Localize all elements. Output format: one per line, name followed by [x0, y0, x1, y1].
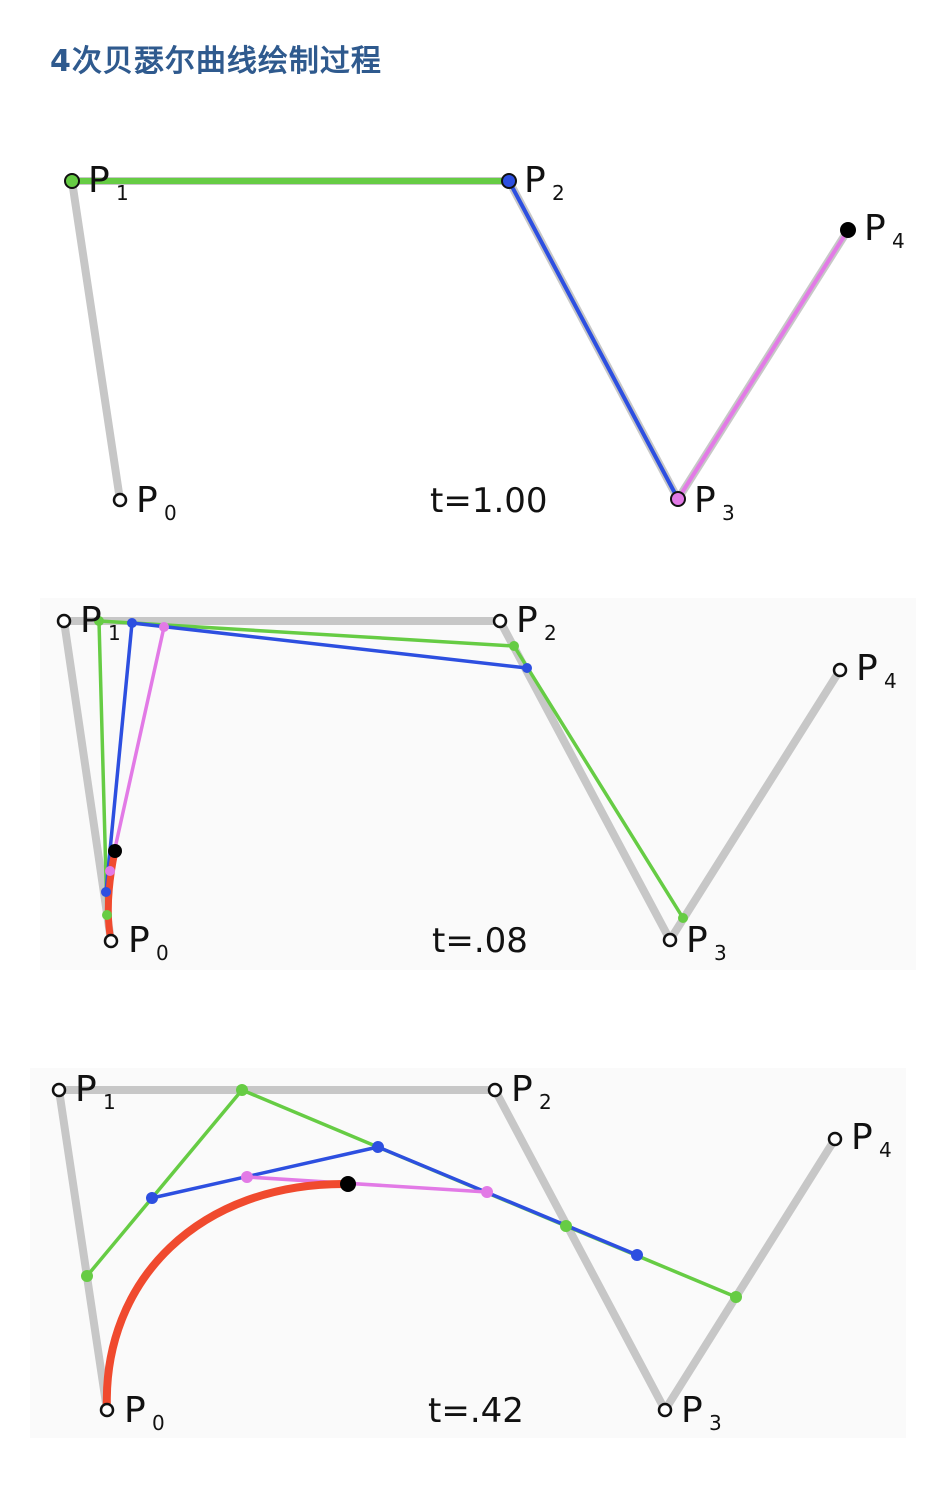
- level1-point: [81, 1270, 93, 1282]
- level3-point: [159, 622, 169, 632]
- level1-point: [236, 1084, 248, 1096]
- svg-text:1: 1: [108, 621, 121, 645]
- t-value-label: t=.08: [432, 921, 528, 961]
- level3-point: [241, 1171, 253, 1183]
- bezier-diagram-t008: P 0 P 1 P 2 P 3 P 4 t=.08: [40, 598, 916, 970]
- point-label-p2: P 2: [516, 600, 557, 645]
- control-point-p2: [487, 1082, 503, 1098]
- point-label-p0: P 0: [136, 480, 177, 525]
- bezier-curve: [102, 1179, 352, 1414]
- bezier-diagram-t042: P 0 P 1 P 2 P 3 P 4 t=.42: [30, 1068, 906, 1438]
- point-label-p1: P 1: [75, 1069, 116, 1114]
- svg-text:1: 1: [116, 181, 129, 205]
- level2-point: [372, 1141, 384, 1153]
- level1-polygon: [97, 619, 685, 919]
- level2-point: [127, 618, 137, 628]
- control-point-p2: [492, 613, 508, 629]
- svg-text:2: 2: [544, 621, 557, 645]
- svg-text:P: P: [686, 920, 708, 961]
- level3-segment: [246, 1175, 488, 1194]
- level2-point: [631, 1249, 643, 1261]
- control-point-p1: [51, 1082, 67, 1098]
- point-label-p4: P 4: [864, 208, 905, 253]
- bezier-frame-t100: P 0 P 1 P 2 P 3 P 4 t=1.00: [0, 130, 942, 540]
- final-curve-point: [340, 1176, 356, 1192]
- level2-segment: [507, 180, 680, 500]
- svg-text:P: P: [75, 1069, 97, 1110]
- control-point-p0: [99, 1402, 115, 1418]
- svg-text:4: 4: [884, 669, 897, 693]
- svg-text:P: P: [128, 920, 150, 961]
- point-label-p3: P 3: [686, 920, 727, 965]
- control-point-p1: [56, 613, 72, 629]
- control-point-p0: [112, 492, 128, 508]
- svg-text:P: P: [88, 160, 110, 201]
- point-label-p3: P 3: [681, 1390, 722, 1435]
- control-point-p0: [103, 933, 119, 949]
- control-point-p4: [832, 662, 848, 678]
- level2-point: [501, 173, 517, 189]
- svg-text:3: 3: [722, 501, 735, 525]
- level1-point: [102, 910, 112, 920]
- svg-text:1: 1: [103, 1090, 116, 1114]
- svg-text:4: 4: [892, 229, 905, 253]
- svg-text:0: 0: [156, 941, 169, 965]
- svg-text:P: P: [681, 1390, 703, 1431]
- svg-text:P: P: [856, 648, 878, 689]
- level1-point: [560, 1220, 572, 1232]
- point-label-p0: P 0: [128, 920, 169, 965]
- point-label-p4: P 4: [851, 1117, 892, 1162]
- level1-point: [94, 616, 104, 626]
- level3-segment: [108, 626, 166, 872]
- page-title: 4次贝瑟尔曲线绘制过程: [50, 44, 382, 79]
- point-label-p1: P 1: [88, 160, 129, 205]
- svg-text:P: P: [136, 480, 158, 521]
- svg-text:P: P: [851, 1117, 873, 1158]
- t-value-label: t=.42: [428, 1391, 524, 1431]
- svg-text:P: P: [516, 600, 538, 641]
- svg-text:2: 2: [552, 181, 565, 205]
- bezier-frame-t042: P 0 P 1 P 2 P 3 P 4 t=.42: [0, 1060, 942, 1450]
- level2-point: [146, 1192, 158, 1204]
- level3-point: [670, 491, 686, 507]
- svg-text:P: P: [524, 160, 546, 201]
- level1-point: [64, 173, 80, 189]
- bezier-diagram-t100: P 0 P 1 P 2 P 3 P 4 t=1.00: [0, 130, 942, 540]
- svg-text:P: P: [80, 600, 102, 641]
- svg-text:3: 3: [709, 1411, 722, 1435]
- point-label-p3: P 3: [694, 480, 735, 525]
- svg-text:3: 3: [714, 941, 727, 965]
- level2-point: [522, 663, 532, 673]
- svg-text:2: 2: [539, 1090, 552, 1114]
- point-label-p0: P 0: [124, 1390, 165, 1435]
- control-point-p3: [662, 932, 678, 948]
- level3-point: [481, 1186, 493, 1198]
- svg-text:0: 0: [152, 1411, 165, 1435]
- control-point-p3: [657, 1402, 673, 1418]
- svg-text:0: 0: [164, 501, 177, 525]
- svg-text:P: P: [694, 480, 716, 521]
- svg-text:P: P: [864, 208, 886, 249]
- control-point-p4: [827, 1131, 843, 1147]
- level2-point: [101, 887, 111, 897]
- level1-point: [509, 641, 519, 651]
- point-label-p1: P 1: [80, 600, 121, 645]
- point-label-p2: P 2: [511, 1069, 552, 1114]
- svg-text:4: 4: [879, 1138, 892, 1162]
- svg-text:P: P: [511, 1069, 533, 1110]
- level1-point: [678, 913, 688, 923]
- final-curve-point: [840, 222, 856, 238]
- point-label-p4: P 4: [856, 648, 897, 693]
- level3-point: [105, 866, 115, 876]
- svg-text:P: P: [124, 1390, 146, 1431]
- bezier-frame-t008: P 0 P 1 P 2 P 3 P 4 t=.08: [0, 590, 942, 980]
- point-label-p2: P 2: [524, 160, 565, 205]
- final-curve-point: [108, 844, 122, 858]
- level3-segment: [676, 228, 850, 501]
- t-value-label: t=1.00: [430, 481, 548, 521]
- level1-point: [730, 1291, 742, 1303]
